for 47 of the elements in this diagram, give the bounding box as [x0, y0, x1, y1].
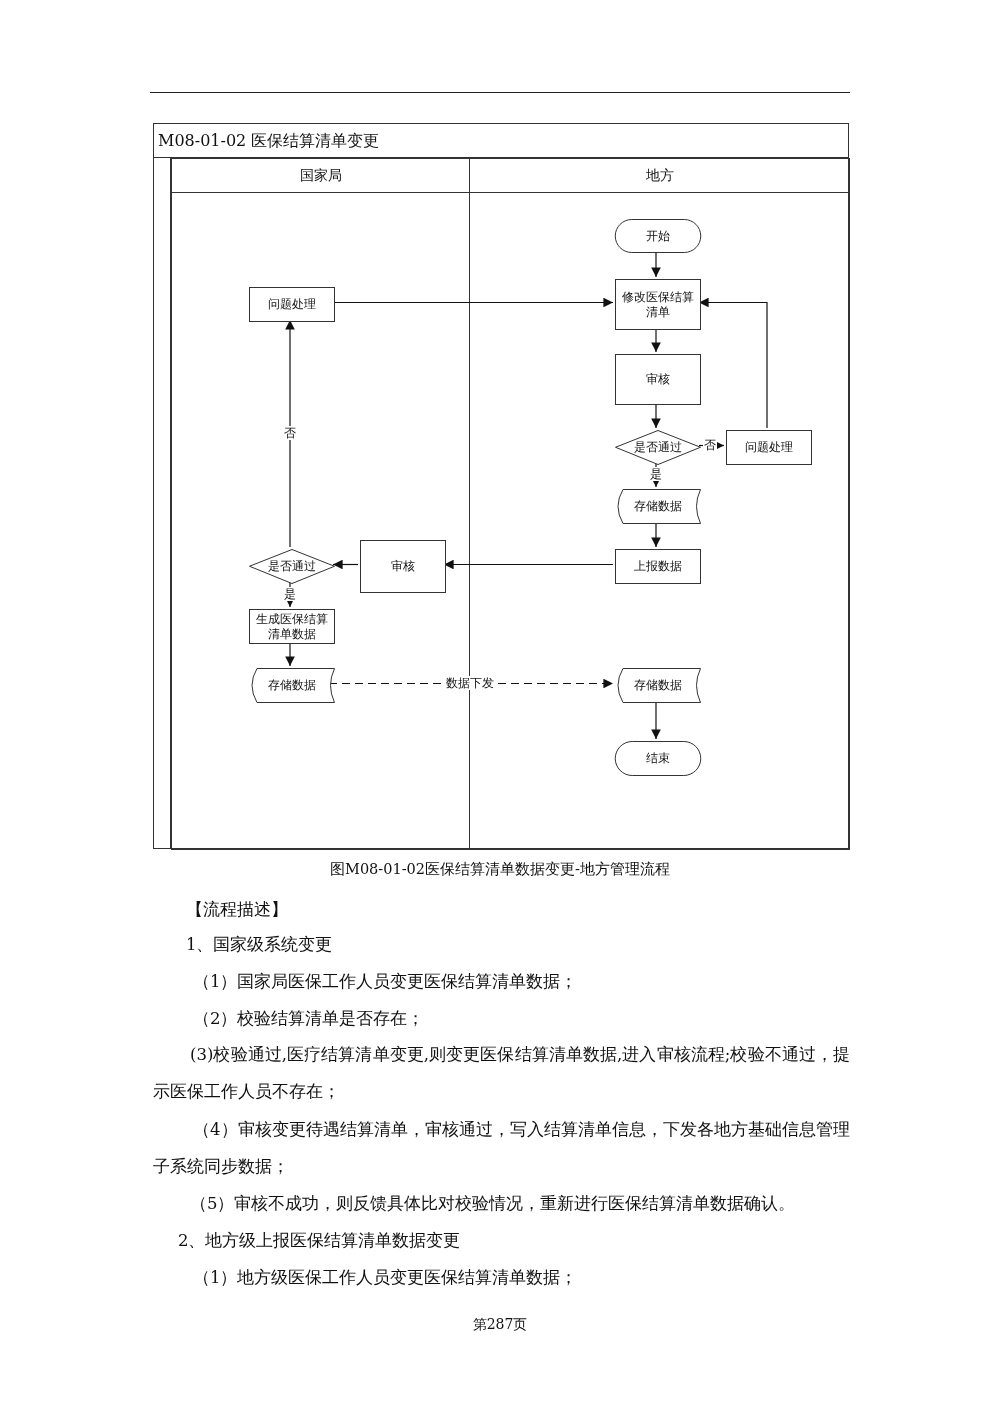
edge-label: 是 [283, 587, 297, 601]
swimlane [469, 158, 850, 850]
lane-header: 地方 [470, 159, 849, 193]
arrow [443, 559, 614, 570]
section-heading: 2、地方级上报医保结算清单数据变更 [178, 1230, 461, 1252]
heading: 【流程描述】 [186, 899, 288, 921]
stored-data-shape: 存储数据 [249, 668, 335, 703]
figure-caption: 图M08-01-02医保结算清单数据变更-地方管理流程 [329, 860, 671, 879]
arrow [651, 327, 661, 353]
arrow [651, 402, 661, 429]
process-box: 审核 [360, 540, 446, 593]
terminator-shape: 开始 [615, 219, 701, 253]
pool-frame [153, 123, 849, 849]
process-box: 审核 [615, 354, 701, 405]
paragraph: （5）审核不成功，则反馈具体比对校验情况，重新进行医保结算清单数据确认。 [189, 1193, 797, 1215]
arrow [285, 641, 295, 667]
arrow [698, 297, 768, 429]
decision-diamond: 是否通过 [615, 430, 701, 465]
lane-header: 国家局 [172, 159, 469, 193]
terminator-shape: 结束 [615, 741, 701, 776]
paragraph: （2）校验结算清单是否存在； [193, 1008, 425, 1030]
process-box: 问题处理 [726, 430, 812, 465]
edge-label: 否 [283, 426, 297, 440]
paragraph: (3)校验通过,医疗结算清单变更,则变更医保结算清单数据,进入审核流程;校验不通过，提示医保工作人员不存在； [153, 1044, 850, 1103]
swimlane [171, 158, 470, 850]
arrow [332, 297, 614, 308]
page-number: 第287页 [471, 1315, 529, 1334]
paragraph: （1）国家局医保工作人员变更医保结算清单数据； [193, 971, 578, 993]
arrow [651, 250, 661, 278]
decision-diamond: 是否通过 [249, 549, 335, 584]
paragraph: （1）地方级医保工作人员变更医保结算清单数据； [193, 1267, 578, 1289]
arrow [332, 559, 359, 570]
arrow [651, 700, 661, 740]
section-heading: 1、国家级系统变更 [186, 934, 333, 956]
edge-label: 数据下发 [445, 676, 495, 690]
stored-data-shape: 存储数据 [615, 489, 701, 524]
process-box: 生成医保结算清单数据 [249, 609, 335, 644]
process-box: 上报数据 [615, 549, 701, 584]
arrow [285, 319, 295, 548]
stored-data-shape: 存储数据 [615, 668, 701, 703]
process-box: 问题处理 [249, 287, 335, 322]
arrow [651, 521, 661, 548]
edge-label: 否 [703, 438, 717, 452]
paragraph: （4）审核变更待遇结算清单，审核通过，写入结算清单信息，下发各地方基础信息管理子系统同步数据； [153, 1119, 850, 1178]
process-box: 修改医保结算清单 [615, 279, 701, 330]
edge-label: 是 [649, 467, 663, 481]
pool-title: M08-01-02 医保结算清单变更 [154, 124, 848, 158]
